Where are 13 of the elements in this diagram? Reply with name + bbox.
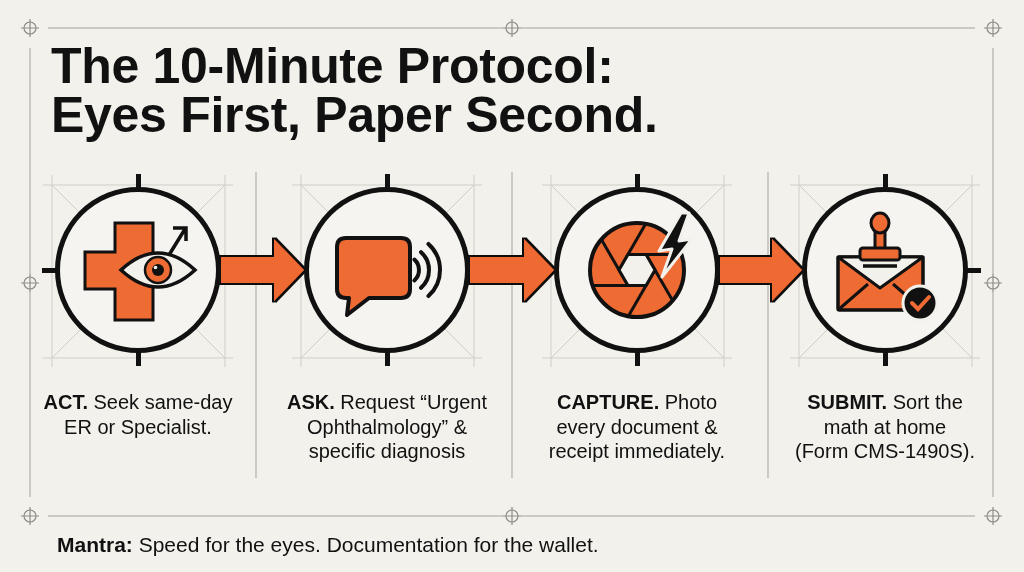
step-caption: CAPTURE. Photo every document & receipt immediately. xyxy=(547,390,727,464)
step-caption: ACT. Seek same-day ER or Specialist. xyxy=(42,390,234,439)
title: The 10-Minute Protocol: Eyes First, Paper Second. xyxy=(51,42,659,140)
mantra-note: Mantra: Speed for the eyes. Documentation for the wallet. xyxy=(57,532,599,557)
step-circle xyxy=(554,187,720,353)
block-arrow xyxy=(221,239,304,301)
step-circle xyxy=(55,187,221,353)
step-circle xyxy=(802,187,968,353)
step-caption: SUBMIT. Sort the math at home (Form CMS-1490S). xyxy=(794,390,976,464)
block-arrow xyxy=(720,239,802,301)
block-arrow xyxy=(470,239,554,301)
step-caption: ASK. Request “Urgent Ophthalmology” & specific diagnosis xyxy=(285,390,489,464)
step-circle xyxy=(304,187,470,353)
